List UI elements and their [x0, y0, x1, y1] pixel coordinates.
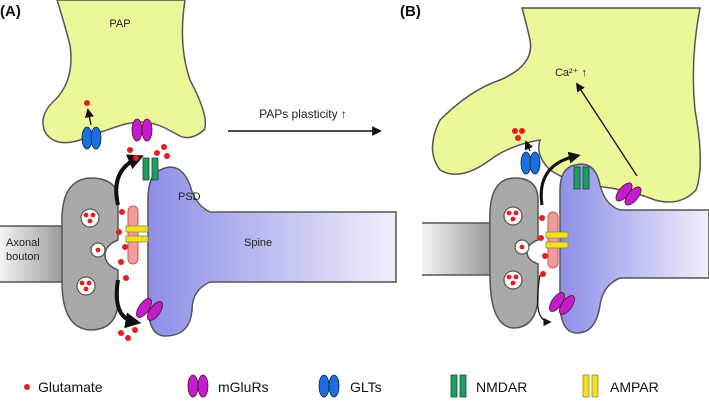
axonal-bouton-b [489, 177, 539, 329]
legend: Glutamate mGluRs GLTs NMDAR [24, 374, 659, 398]
vesicle-a1 [80, 208, 100, 228]
mglur-icon [187, 374, 209, 398]
legend-mglurs-label: mGluRs [218, 379, 269, 395]
ca-arrow [576, 82, 638, 177]
panel-b: (B) Ca²⁺ ↑ [400, 3, 709, 334]
legend-glutamate-label: Glutamate [38, 379, 103, 395]
vesicle-b2 [514, 239, 530, 255]
glutamate-icon [24, 384, 30, 390]
vesicle-a2 [90, 242, 106, 258]
legend-mglurs: mGluRs [187, 374, 269, 398]
glt-uptake-arrow-b [524, 140, 534, 152]
legend-glutamate: Glutamate [24, 379, 103, 395]
nmdar-b [573, 166, 590, 190]
vesicle-a3 [76, 276, 96, 296]
panel-b-label: (B) [400, 3, 421, 20]
psd-a [127, 205, 139, 265]
legend-glts: GLTs [318, 374, 382, 398]
legend-nmdar: NMDAR [450, 374, 527, 398]
glt-a [81, 126, 102, 150]
psd-label: PSD [178, 191, 201, 203]
glutamate-cluster-a [116, 144, 170, 341]
axon-shaft-b [422, 223, 490, 275]
psd-b [547, 211, 559, 269]
panel-a: (A) PAP Axonal bouton PSD Spine [0, 0, 397, 341]
glutamate-pap-b [512, 128, 525, 141]
glutamate-cluster-b [538, 215, 548, 277]
mglur-pap-a [131, 118, 153, 142]
ampar-a [125, 225, 149, 243]
legend-ampar: AMPAR [582, 374, 659, 398]
vesicle-b3 [503, 270, 523, 290]
pap-label-a: PAP [109, 18, 130, 30]
spillover-arrow-down-a [114, 279, 142, 329]
glt-icon [318, 374, 340, 398]
legend-nmdar-label: NMDAR [476, 379, 527, 395]
vesicle-b1 [503, 206, 523, 226]
axon-shaft-a [0, 226, 62, 282]
nmdar-icon [450, 374, 467, 398]
axon-label-line2: bouton [6, 251, 40, 263]
nmdar-a [142, 157, 159, 181]
legend-glts-label: GLTs [350, 379, 382, 395]
pap-b [431, 7, 701, 203]
mglur-pap-b [615, 182, 642, 206]
panel-a-label: (A) [0, 3, 21, 20]
glutamate-dot [84, 100, 90, 106]
axonal-bouton-a [61, 177, 119, 331]
spillover-arrow-up-b [539, 151, 581, 206]
pap-a [42, 0, 207, 144]
transition: PAPs plasticity ↑ [228, 107, 382, 136]
glt-uptake-arrow-a [84, 108, 94, 126]
mglur-lower-b [549, 292, 575, 315]
legend-ampar-label: AMPAR [610, 379, 659, 395]
spillover-arrow-up-a [114, 154, 144, 206]
ampar-icon [582, 374, 599, 398]
spine-b [559, 163, 709, 334]
ca-label: Ca²⁺ ↑ [555, 67, 587, 79]
transition-label: PAPs plasticity ↑ [259, 107, 347, 121]
ampar-b [545, 231, 569, 249]
glt-b [520, 151, 541, 175]
spillover-arrow-down-b [537, 274, 552, 327]
axon-label-line1: Axonal [6, 237, 40, 249]
spine-label: Spine [244, 237, 272, 249]
spine-a [147, 166, 397, 337]
